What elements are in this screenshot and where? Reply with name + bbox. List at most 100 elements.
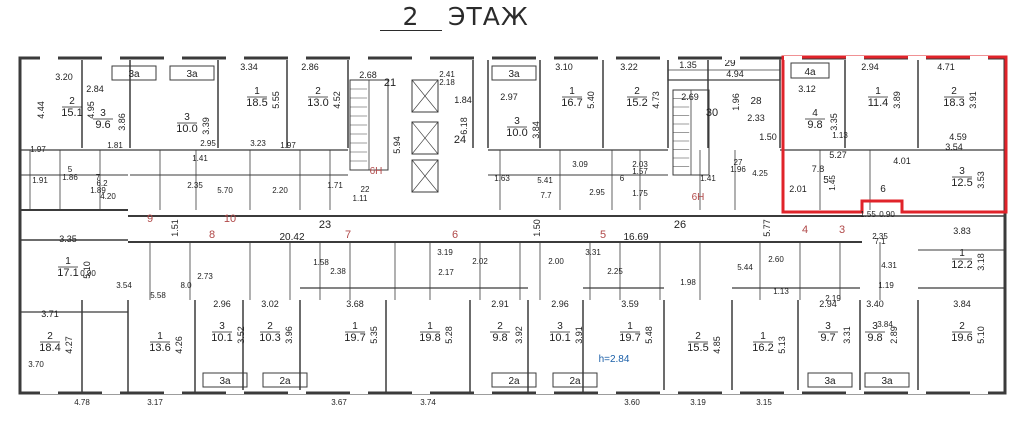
annex-label: 1.35 <box>679 60 697 70</box>
room-height: 3.92 <box>514 326 524 344</box>
dimension-label: 4.78 <box>74 398 90 407</box>
room-width: 2.96 <box>551 299 569 309</box>
dimension-label: 3.31 <box>585 248 601 257</box>
dimension-label: 4.20 <box>100 192 116 201</box>
room-height: 5.35 <box>369 326 379 344</box>
room-number: 3 <box>872 321 878 332</box>
balcony-top <box>169 65 215 81</box>
floor-number: 2 <box>380 4 442 31</box>
dimension-label: 3.74 <box>420 398 436 407</box>
room-height: 2.89 <box>889 326 899 344</box>
room-extra: 4.44 <box>36 101 46 119</box>
corridor-number: 23 <box>319 219 331 231</box>
room-height: 3.18 <box>976 253 986 271</box>
room-height: 3.31 <box>842 326 852 344</box>
corridor-start-length: 1.51 <box>170 219 180 237</box>
dimension-label: 27 <box>734 158 743 167</box>
balcony-bottom <box>807 372 853 388</box>
balcony-bottom-label: 2а <box>569 376 581 387</box>
stair-label: 6Н <box>692 192 705 203</box>
dimension-label: 5.41 <box>537 176 553 185</box>
room-area: 12.2 <box>951 259 972 271</box>
axis-marker: 7 <box>345 229 351 241</box>
dimension-label: 1.57 <box>632 167 648 176</box>
room-area: 19.8 <box>419 332 440 344</box>
highlight-label: 5.27 <box>829 150 847 160</box>
dimension-label: 2.03 <box>632 160 648 169</box>
dimension-label: 5.58 <box>150 291 166 300</box>
dimension-label: 1.91 <box>32 176 48 185</box>
axis-marker: 5 <box>600 229 606 241</box>
room-width: 2.94 <box>819 299 837 309</box>
stair-width: 2.69 <box>681 92 699 102</box>
lift-height: 5.94 <box>392 136 402 154</box>
dimension-label: 1.81 <box>107 141 123 150</box>
room-height: 5.10 <box>82 261 92 279</box>
room-number: 1 <box>627 321 633 332</box>
dimension-label: 2.38 <box>330 267 346 276</box>
room-number: 3 <box>100 108 106 119</box>
room-number: 2 <box>695 331 701 342</box>
balcony-bottom <box>202 372 248 388</box>
balcony-top-label: 3а <box>508 69 520 80</box>
room-number: 2 <box>69 96 75 107</box>
room-area: 19.6 <box>951 332 972 344</box>
dimension-label: 3.54 <box>116 281 132 290</box>
highlight-label: 0.90 <box>879 210 895 219</box>
balcony-bottom-label: 3а <box>881 376 893 387</box>
room-height: 4.73 <box>651 91 661 109</box>
corridor-number-2: 26 <box>674 219 686 231</box>
dimension-label: 2.20 <box>272 186 288 195</box>
room-number: 3 <box>825 321 831 332</box>
highlight-label: 6 <box>880 184 886 195</box>
room-area: 17.1 <box>57 267 78 279</box>
stair-width: 2.68 <box>359 70 377 80</box>
dimension-label: 6 <box>620 174 625 183</box>
room-height: 3.89 <box>892 91 902 109</box>
room-width: 2.84 <box>86 84 104 94</box>
room-number: 2 <box>951 86 957 97</box>
axis-marker: 10 <box>224 213 236 225</box>
dimension-label: 8.0 <box>180 281 192 290</box>
balcony-bottom-label: 2а <box>279 376 291 387</box>
room-width: 3.02 <box>261 299 279 309</box>
dimension-label: 1.97 <box>30 145 46 154</box>
room-area: 12.5 <box>951 177 972 189</box>
room-number: 3 <box>514 116 520 127</box>
room-width: 3.34 <box>240 62 258 72</box>
room-area: 9.7 <box>820 332 835 344</box>
dimension-label: 2.95 <box>200 139 216 148</box>
balcony-bottom <box>552 372 598 388</box>
dimension-label: 1.58 <box>313 258 329 267</box>
annex-label: 28 <box>750 96 762 107</box>
room-area: 9.8 <box>807 119 822 131</box>
room-height: 4.52 <box>332 91 342 109</box>
room-height: 5.10 <box>976 326 986 344</box>
highlight-label: 1.45 <box>828 175 837 191</box>
balcony-top <box>111 65 157 81</box>
dimension-label: 1.97 <box>280 141 296 150</box>
room-area: 13.0 <box>307 97 328 109</box>
lift-cross <box>411 121 439 155</box>
room-height: 3.91 <box>968 91 978 109</box>
balcony-bottom <box>491 372 537 388</box>
room-area: 18.4 <box>39 342 60 354</box>
room-number: 2 <box>47 331 53 342</box>
lift-cross <box>411 159 439 193</box>
room-width: 3.35 <box>59 234 77 244</box>
dimension-label: 2.95 <box>589 188 605 197</box>
lift-measure: 2.18 <box>439 78 455 87</box>
room-area: 9.8 <box>492 332 507 344</box>
room-height: 3.35 <box>829 113 839 131</box>
room-height: 3.84 <box>531 121 541 139</box>
room-height: 3.96 <box>284 326 294 344</box>
highlight-label: 1.55 <box>860 210 876 219</box>
corridor-end-length: 5.77 <box>762 219 772 237</box>
dimension-label: 7.1 <box>874 237 886 246</box>
room-number: 3 <box>959 166 965 177</box>
annex-label: 29 <box>724 58 736 69</box>
dimension-label: 2.17 <box>438 268 454 277</box>
highlight-label: 4.59 <box>949 132 967 142</box>
